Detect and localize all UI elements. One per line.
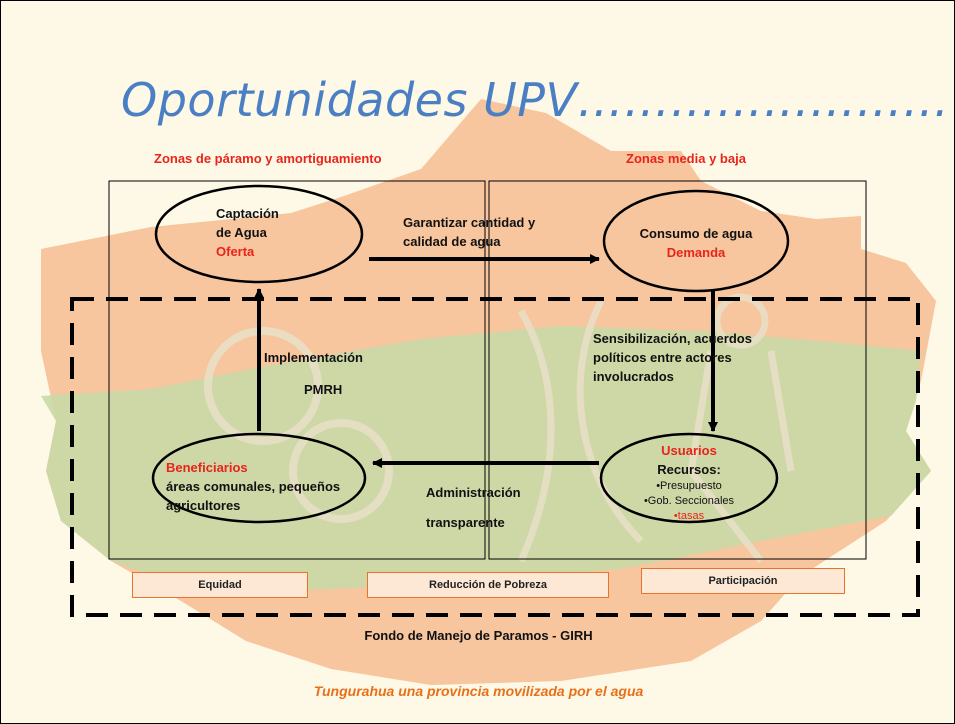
arrow-label-right: Sensibilización, acuerdos políticos entr… [593,331,752,384]
usuarios-ellipse [599,432,779,524]
captacion-highlight: Oferta [216,244,255,259]
usuarios-item: •tasas [673,510,705,522]
captacion-line2: de Agua [216,225,267,240]
map-green-band [41,326,931,593]
usuarios-subtitle: Recursos: [657,462,721,477]
badge-equidad: Equidad [132,572,308,598]
arrow-label-left-1: Implementación [264,350,363,365]
usuarios-item: •Presupuesto [656,480,722,492]
zone-label-left: Zonas de páramo y amortiguamiento [154,151,382,166]
usuarios-item: •Gob. Seccionales [643,495,735,507]
gear-watermark-icon [204,327,393,523]
right-zone-box [488,180,867,560]
badge-participacion: Participación [641,568,845,594]
consumo-highlight: Demanda [666,245,726,260]
beneficiarios-highlight: Beneficiarios [166,460,248,475]
beneficiarios-node: Beneficiarios áreas comunales, pequeños … [166,458,366,515]
usuarios-highlight: Usuarios [661,443,717,458]
figure-watermark-icon [517,293,795,564]
zone-label-right: Zonas media y baja [626,151,746,166]
slide-title: Oportunidades UPV…………………… [121,73,950,127]
beneficiarios-ellipse [151,432,367,524]
arrow-label-top: Garantizar cantidad y calidad de agua [403,215,536,249]
captacion-node: Captación de Agua Oferta [216,204,279,261]
arrow-label-bottom-2: transparente [426,515,505,530]
left-zone-box [108,180,486,560]
arrow-label-left-2: PMRH [304,382,343,397]
badge-reduccion-pobreza: Reducción de Pobreza [367,572,609,598]
fund-footer: Fondo de Manejo de Paramos - GIRH [364,628,593,643]
tagline: Tungurahua una provincia movilizada por … [313,683,644,699]
arrow-label-bottom-1: Administración [426,485,521,500]
captacion-ellipse [154,184,364,284]
consumo-line1: Consumo de agua [639,226,753,241]
fund-dashed-box [70,297,920,617]
consumo-ellipse [602,189,790,293]
consumo-node: Consumo de agua Demanda [615,224,777,262]
beneficiarios-text: áreas comunales, pequeños agricultores [166,479,341,513]
usuarios-node: Usuarios Recursos: •Presupuesto •Gob. Se… [621,441,757,524]
captacion-line1: Captación [216,206,279,221]
